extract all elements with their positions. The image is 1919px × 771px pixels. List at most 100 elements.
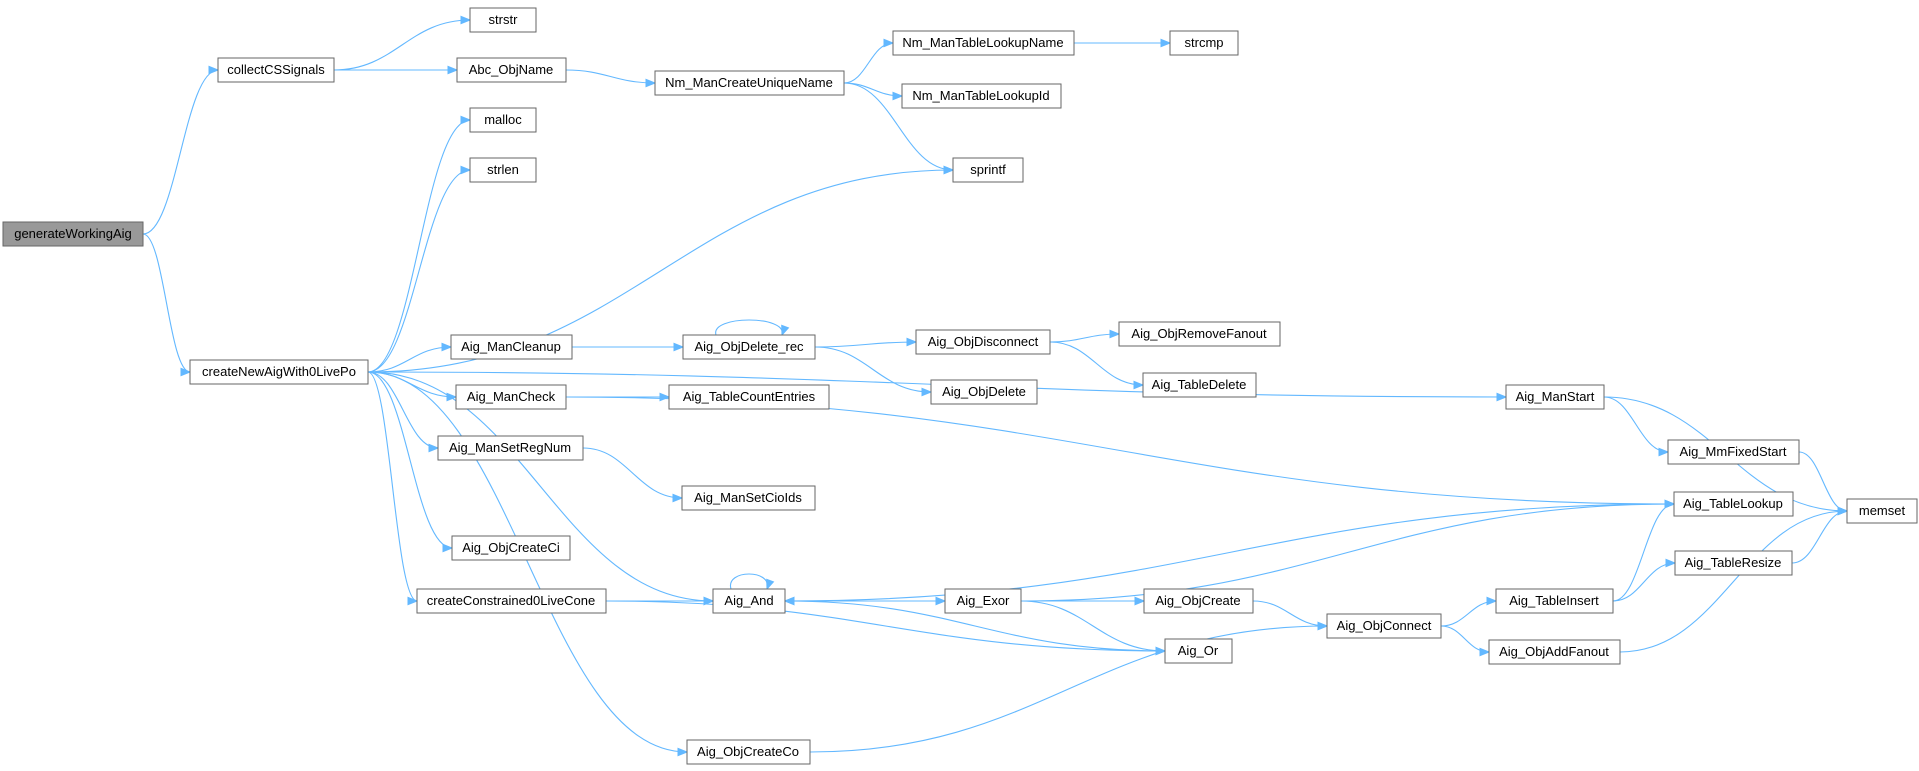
node-sprintf[interactable]: sprintf <box>952 157 1024 183</box>
edge-Aig_TableInsert-to-Aig_TableLookup <box>1612 503 1675 602</box>
edge-Aig_Exor-to-Aig_ObjCreate-arrowhead <box>1134 596 1146 606</box>
edge-Aig_And-to-Aig_And <box>730 573 768 590</box>
edge-Aig_ManSetRegNum-to-Aig_ManSetCioIds <box>582 447 683 499</box>
edge-Aig_TableInsert-to-Aig_TableResize-arrowhead <box>1665 558 1677 568</box>
node-strcmp[interactable]: strcmp <box>1169 30 1239 56</box>
node-label: Abc_ObjName <box>469 62 554 77</box>
node-label: Aig_ObjDelete_rec <box>694 339 804 354</box>
edge-Aig_ObjDelete_rec-to-Aig_ObjDelete_rec-arrowhead <box>781 324 790 337</box>
node-label: strcmp <box>1185 35 1224 50</box>
edge-Abc_ObjName-to-Nm_ManCreateUniqueName <box>565 69 656 84</box>
node-label: Aig_ObjCreateCi <box>462 540 560 555</box>
node-Aig_ObjDelete[interactable]: Aig_ObjDelete <box>930 379 1038 405</box>
node-Aig_TableLookup[interactable]: Aig_TableLookup <box>1673 491 1794 517</box>
edge-createNewAigWith0LivePo-to-malloc-arrowhead <box>460 115 472 125</box>
node-label: Aig_TableLookup <box>1683 496 1783 511</box>
node-Nm_ManTableLookupId[interactable]: Nm_ManTableLookupId <box>901 83 1062 109</box>
edge-Aig_ObjCreateCo-to-Aig_ObjConnect-arrowhead <box>1317 621 1329 631</box>
edge-createNewAigWith0LivePo-to-Aig_ManCheck <box>367 371 457 398</box>
node-Aig_ObjCreateCo[interactable]: Aig_ObjCreateCo <box>686 739 811 765</box>
edge-Aig_ObjConnect-to-Aig_ObjAddFanout <box>1440 625 1490 653</box>
edge-Nm_ManTableLookupName-to-strcmp-arrowhead <box>1160 38 1172 48</box>
node-label: strstr <box>489 12 519 27</box>
node-Aig_Exor[interactable]: Aig_Exor <box>944 588 1022 614</box>
node-label: Aig_TableInsert <box>1509 593 1599 608</box>
node-label: Aig_ObjCreate <box>1155 593 1240 608</box>
node-Aig_ManCheck[interactable]: Aig_ManCheck <box>455 384 567 410</box>
edge-Aig_ObjDisconnect-to-Aig_TableDelete <box>1049 341 1144 386</box>
node-label: Aig_TableCountEntries <box>683 389 816 404</box>
edge-createNewAigWith0LivePo-to-Aig_ManCleanup <box>367 346 452 373</box>
node-strstr[interactable]: strstr <box>469 7 537 33</box>
node-createNewAigWith0LivePo[interactable]: createNewAigWith0LivePo <box>189 359 369 385</box>
node-Aig_ObjDelete_rec[interactable]: Aig_ObjDelete_rec <box>682 334 816 360</box>
node-Aig_TableDelete[interactable]: Aig_TableDelete <box>1142 372 1257 398</box>
node-createConstrained0LiveCone[interactable]: createConstrained0LiveCone <box>416 588 607 614</box>
edge-Abc_ObjName-to-Nm_ManCreateUniqueName-arrowhead <box>645 78 657 88</box>
node-Aig_TableResize[interactable]: Aig_TableResize <box>1674 550 1793 576</box>
edge-Nm_ManCreateUniqueName-to-Nm_ManTableLookupName <box>843 42 894 84</box>
node-memset[interactable]: memset <box>1846 498 1918 524</box>
node-Aig_ObjDisconnect[interactable]: Aig_ObjDisconnect <box>915 329 1051 355</box>
node-Aig_ObjAddFanout[interactable]: Aig_ObjAddFanout <box>1488 639 1621 665</box>
node-Aig_ObjCreate[interactable]: Aig_ObjCreate <box>1143 588 1254 614</box>
node-label: malloc <box>484 112 522 127</box>
edge-Aig_And-to-Aig_And-arrowhead <box>766 578 775 591</box>
node-label: Aig_Exor <box>957 593 1010 608</box>
node-Aig_TableCountEntries[interactable]: Aig_TableCountEntries <box>668 384 830 410</box>
node-label: collectCSSignals <box>227 62 325 77</box>
node-label: Aig_ManCleanup <box>461 339 561 354</box>
edge-Aig_And-to-Aig_TableLookup <box>784 503 1675 602</box>
edge-Aig_Exor-to-Aig_TableLookup <box>1020 503 1675 602</box>
node-label: Aig_And <box>724 593 773 608</box>
edge-Aig_Or-to-Aig_And <box>784 600 1166 652</box>
node-label: generateWorkingAig <box>14 226 132 241</box>
node-Aig_ManCleanup[interactable]: Aig_ManCleanup <box>450 334 573 360</box>
node-label: Aig_TableDelete <box>1152 377 1247 392</box>
edge-createNewAigWith0LivePo-to-Aig_ManCleanup-arrowhead <box>441 342 453 352</box>
node-label: Nm_ManTableLookupName <box>902 35 1063 50</box>
edge-Aig_TableInsert-to-Aig_TableResize <box>1612 562 1676 602</box>
node-label: Aig_ObjDisconnect <box>928 334 1039 349</box>
node-Aig_TableInsert[interactable]: Aig_TableInsert <box>1495 588 1614 614</box>
node-malloc[interactable]: malloc <box>469 107 537 133</box>
node-Aig_MmFixedStart[interactable]: Aig_MmFixedStart <box>1667 439 1800 465</box>
node-label: Nm_ManCreateUniqueName <box>665 75 833 90</box>
node-Abc_ObjName[interactable]: Abc_ObjName <box>456 57 567 83</box>
node-Aig_ObjRemoveFanout[interactable]: Aig_ObjRemoveFanout <box>1118 321 1281 347</box>
node-Aig_ManSetRegNum[interactable]: Aig_ManSetRegNum <box>437 435 584 461</box>
edge-Aig_ObjDelete_rec-to-Aig_ObjDisconnect-arrowhead <box>906 337 918 347</box>
edge-Aig_ObjDisconnect-to-Aig_ObjRemoveFanout <box>1049 333 1120 343</box>
node-label: Aig_TableResize <box>1685 555 1782 570</box>
node-Aig_ObjConnect[interactable]: Aig_ObjConnect <box>1326 613 1442 639</box>
node-Aig_And[interactable]: Aig_And <box>712 588 786 614</box>
node-Aig_Or[interactable]: Aig_Or <box>1164 638 1233 664</box>
node-collectCSSignals[interactable]: collectCSSignals <box>217 57 335 83</box>
edge-generateWorkingAig-to-createNewAigWith0LivePo-arrowhead <box>180 367 192 377</box>
node-label: createConstrained0LiveCone <box>427 593 595 608</box>
edge-Nm_ManCreateUniqueName-to-sprintf <box>843 82 954 171</box>
node-Aig_ObjCreateCi[interactable]: Aig_ObjCreateCi <box>451 535 571 561</box>
node-generateWorkingAig[interactable]: generateWorkingAig <box>2 221 144 247</box>
edge-createNewAigWith0LivePo-to-strlen <box>367 169 471 373</box>
node-Nm_ManCreateUniqueName[interactable]: Nm_ManCreateUniqueName <box>654 70 845 96</box>
edge-Aig_ObjDisconnect-to-Aig_ObjRemoveFanout-arrowhead <box>1109 329 1121 339</box>
node-label: Aig_ManStart <box>1516 389 1595 404</box>
edge-Aig_ManStart-to-Aig_MmFixedStart <box>1603 396 1669 453</box>
node-label: createNewAigWith0LivePo <box>202 364 356 379</box>
node-Aig_ManSetCioIds[interactable]: Aig_ManSetCioIds <box>681 485 816 511</box>
node-label: Aig_ObjAddFanout <box>1499 644 1609 659</box>
edge-Aig_ObjDelete_rec-to-Aig_ObjDelete_rec <box>715 319 783 336</box>
edge-Aig_ManSetRegNum-to-Aig_ManSetCioIds-arrowhead <box>672 493 684 503</box>
node-label: memset <box>1859 503 1906 518</box>
edge-createNewAigWith0LivePo-to-Aig_ManSetRegNum <box>367 371 439 449</box>
node-strlen[interactable]: strlen <box>469 157 537 183</box>
node-label: Aig_ObjDelete <box>942 384 1026 399</box>
node-Nm_ManTableLookupName[interactable]: Nm_ManTableLookupName <box>892 30 1075 56</box>
node-label: Aig_MmFixedStart <box>1680 444 1787 459</box>
edge-createNewAigWith0LivePo-to-Aig_ManStart-arrowhead <box>1496 392 1508 402</box>
node-label: Nm_ManTableLookupId <box>912 88 1049 103</box>
edge-Aig_ObjDelete_rec-to-Aig_ObjDelete <box>814 346 932 393</box>
edge-createNewAigWith0LivePo-to-Aig_ObjCreateCo <box>367 371 688 753</box>
node-Aig_ManStart[interactable]: Aig_ManStart <box>1505 384 1605 410</box>
